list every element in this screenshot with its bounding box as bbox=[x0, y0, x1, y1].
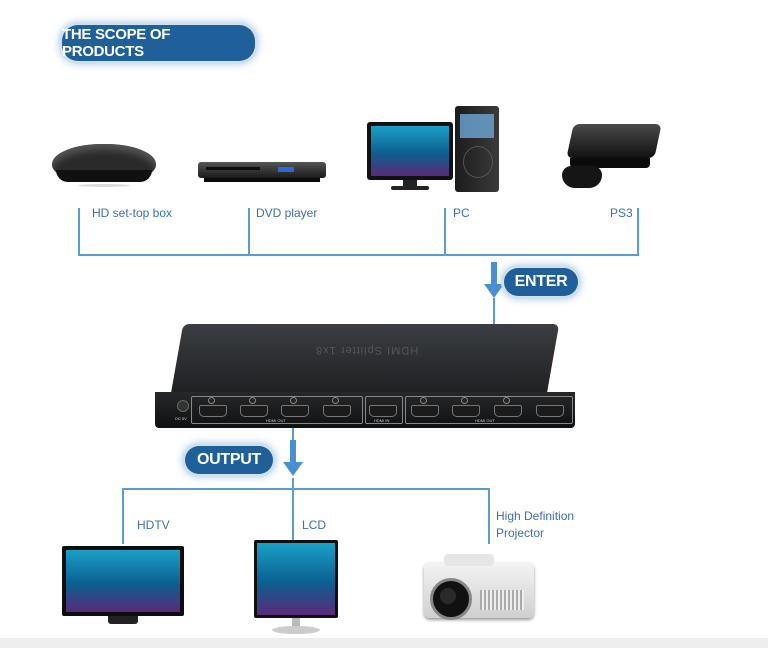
input-line-4 bbox=[637, 208, 639, 256]
input-label-dvd-player: DVD player bbox=[256, 206, 318, 220]
output-label-projector-line2: Projector bbox=[496, 526, 545, 540]
scope-title: THE SCOPE OF PRODUCTS bbox=[62, 26, 171, 60]
hdmi-out-label-1: HDMI OUT bbox=[266, 418, 286, 423]
lcd-monitor-image bbox=[254, 540, 338, 636]
input-line-3 bbox=[444, 208, 446, 256]
output-bus-line bbox=[122, 488, 490, 490]
output-line-hdtv bbox=[122, 488, 124, 544]
output-line-top bbox=[292, 428, 294, 442]
output-label-lcd: LCD bbox=[302, 518, 327, 532]
output-label: OUTPUT bbox=[197, 451, 261, 468]
enter-arrow-icon bbox=[484, 262, 504, 300]
bottom-bar bbox=[0, 638, 768, 648]
output-label-projector-line1: High Definition bbox=[496, 509, 575, 523]
output-arrow-icon bbox=[283, 440, 303, 480]
dvd-player-image bbox=[198, 160, 326, 186]
projector-image bbox=[424, 552, 536, 622]
pc-image bbox=[367, 106, 501, 194]
hdmi-in-label: HDMI IN bbox=[374, 418, 390, 423]
input-bus-line bbox=[78, 254, 639, 256]
input-line-2 bbox=[248, 208, 250, 256]
scope-title-badge: THE SCOPE OF PRODUCTS bbox=[62, 25, 255, 61]
input-label-ps3: PS3 bbox=[610, 206, 633, 220]
ps3-image bbox=[560, 122, 662, 198]
output-badge: OUTPUT bbox=[185, 446, 273, 474]
dc-5v-label: DC 5V bbox=[175, 416, 187, 421]
input-label-pc: PC bbox=[453, 206, 470, 220]
hdmi-splitter-device: HDMI Splitter 1x8 DC 5V HDMI OUT HDMI IN… bbox=[155, 324, 575, 428]
output-label-hdtv: HDTV bbox=[137, 518, 170, 532]
device-model-text: HDMI Splitter 1x8 bbox=[315, 344, 419, 356]
enter-badge: ENTER bbox=[504, 268, 578, 296]
hdmi-out-label-2: HDMI OUT bbox=[475, 418, 495, 423]
output-line-projector bbox=[488, 488, 490, 544]
hdtv-image bbox=[62, 546, 184, 626]
set-top-box-image bbox=[48, 140, 160, 188]
input-label-set-top-box: HD set-top box bbox=[92, 206, 173, 220]
enter-label: ENTER bbox=[514, 273, 568, 290]
enter-line bbox=[493, 298, 495, 326]
input-line-1 bbox=[78, 208, 80, 256]
output-line-lcd bbox=[292, 478, 294, 544]
